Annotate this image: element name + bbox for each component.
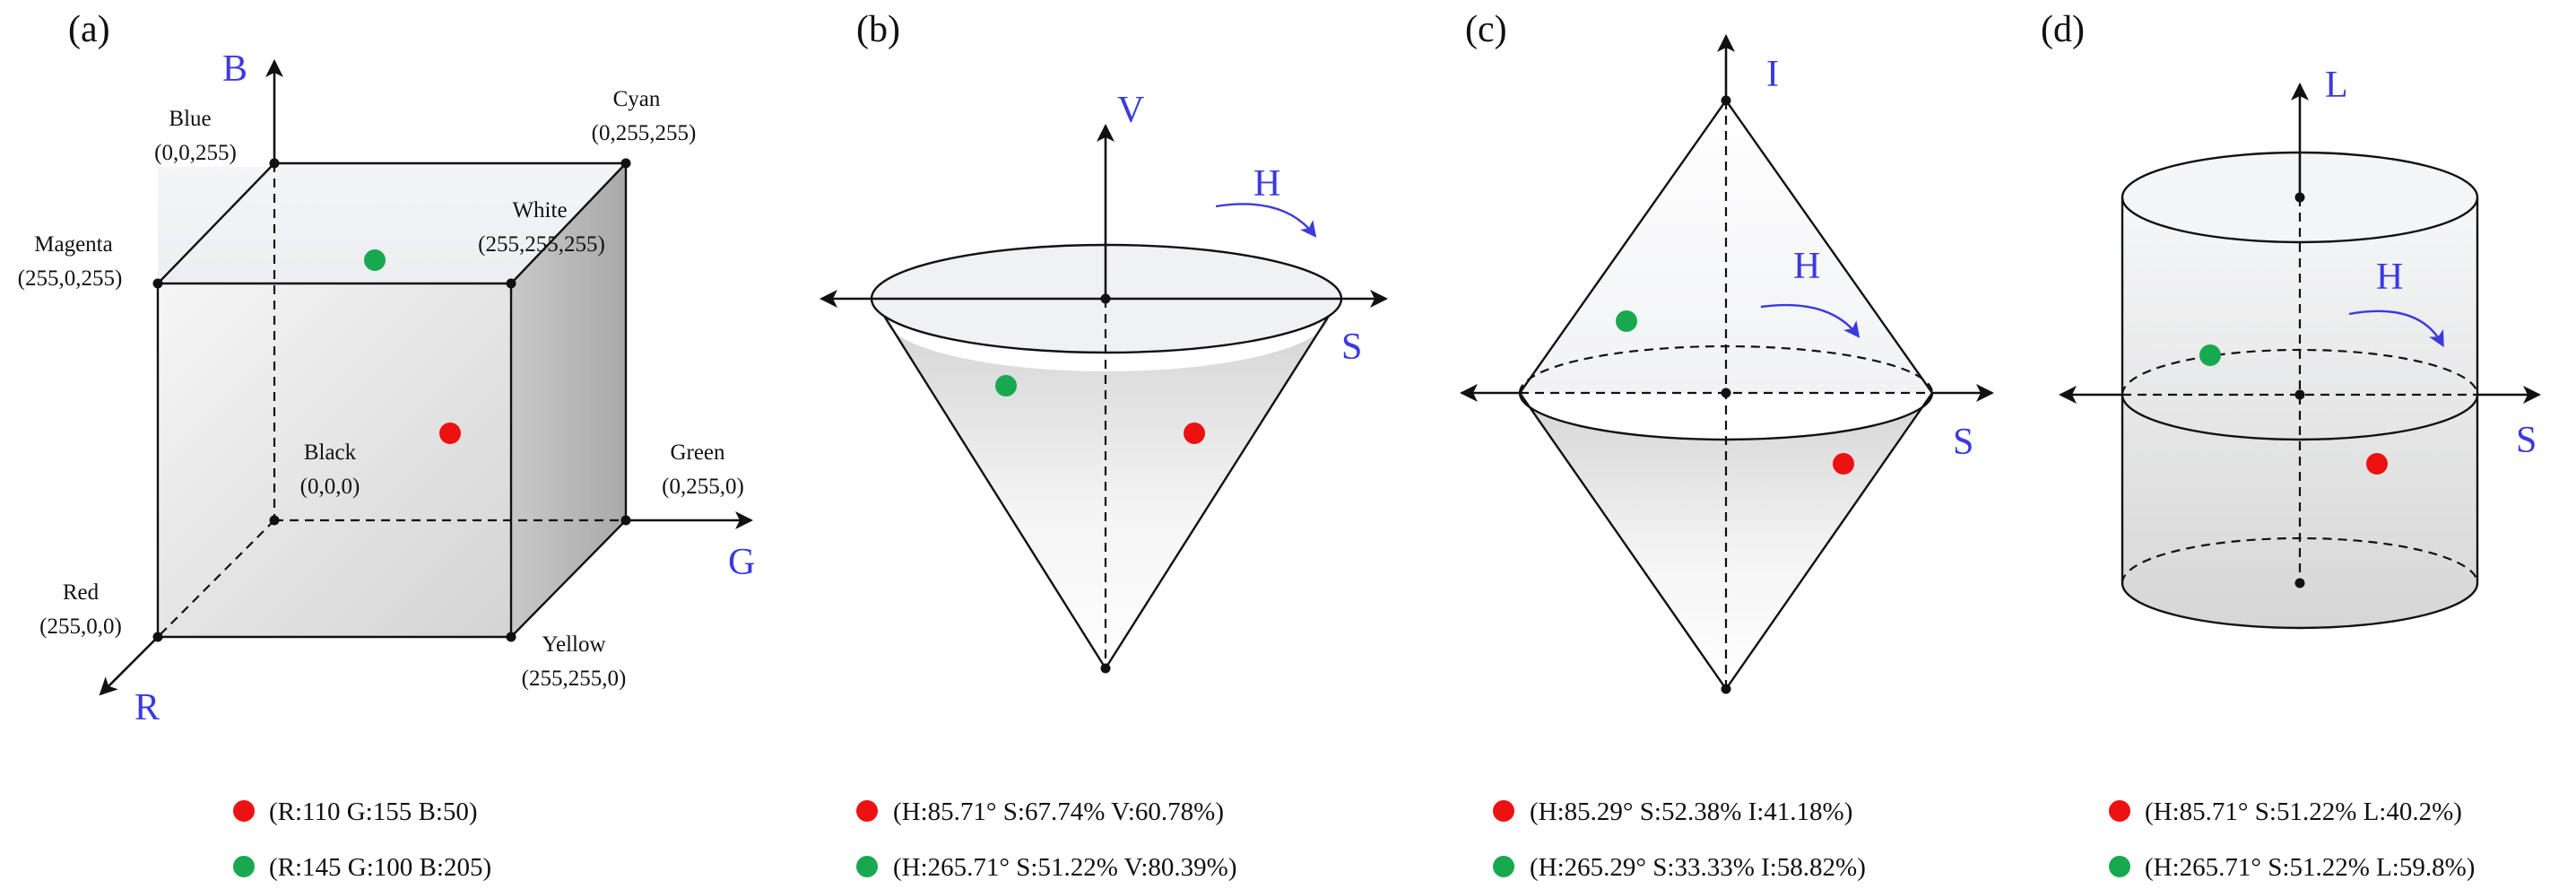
- r-axis-label: R: [134, 687, 160, 728]
- green-sample-point: [2199, 344, 2221, 366]
- panel-b-label: (b): [856, 9, 900, 50]
- vertex-magenta: [152, 278, 163, 289]
- legend-red-text: (H:85.71° S:67.74% V:60.78%): [893, 797, 1224, 826]
- vertex-white: [506, 278, 516, 289]
- green-sample-point: [1616, 310, 1637, 332]
- cube-vertices: [152, 158, 631, 642]
- cube-top-face-fill: [158, 163, 626, 283]
- red-sample-point: [1833, 453, 1854, 475]
- legend-green-text: (R:145 G:100 B:205): [269, 853, 491, 882]
- red-sample-point: [1184, 423, 1205, 444]
- vertex-label-cyan-name: Cyan: [613, 87, 661, 111]
- legend-green-dot: [2109, 856, 2130, 877]
- vertex-black: [269, 515, 280, 526]
- bottom-vertex-dot: [1721, 684, 1731, 694]
- r-axis-arrow: [99, 636, 159, 696]
- vertex-cyan: [620, 158, 631, 169]
- cube-edge: [156, 161, 626, 637]
- cone-edge-right: [1104, 315, 1331, 669]
- legend-red-text: (H:85.71° S:51.22% L:40.2%): [2145, 797, 2462, 826]
- legend-green-text: (H:265.29° S:33.33% I:58.82%): [1530, 853, 1866, 882]
- vertex-label-white-value: (255,255,255): [478, 232, 605, 257]
- center-dot: [2294, 389, 2305, 400]
- panel-c-label: (c): [1465, 9, 1507, 50]
- legend-red-dot: [856, 800, 878, 822]
- top-vertex-dot: [1721, 95, 1731, 106]
- vertex-green: [620, 515, 631, 526]
- legend-red-text: (R:110 G:155 B:50): [269, 797, 478, 826]
- s-axis-label: S: [2516, 420, 2537, 461]
- vertex-label-blue-name: Blue: [169, 107, 211, 131]
- vertex-label-green-value: (0,255,0): [662, 475, 744, 499]
- vertex-label-red-value: (255,0,0): [39, 614, 122, 639]
- legend-green-text: (H:265.71° S:51.22% L:59.8%): [2145, 853, 2475, 882]
- h-label: H: [1253, 163, 1280, 205]
- green-sample-point: [364, 249, 386, 271]
- panel-d-label: (d): [2041, 9, 2085, 50]
- cube-front-face: [158, 283, 511, 637]
- h-label: H: [2376, 257, 2403, 298]
- cube-right-face: [511, 163, 626, 637]
- bottom-center-dot: [2294, 578, 2305, 588]
- cylinder-middle-front: [2121, 394, 2479, 441]
- h-rotation-arrow: [2348, 309, 2444, 348]
- vertex-label-green-name: Green: [670, 440, 725, 465]
- h-rotation-arrow: [1215, 203, 1317, 238]
- vertex-label-yellow-value: (255,255,0): [522, 667, 627, 691]
- h-rotation-arrow: [1760, 303, 1860, 338]
- vertex-label-red-name: Red: [63, 580, 100, 605]
- legend-red-dot: [233, 800, 255, 822]
- legend-green-dot: [1493, 856, 1514, 877]
- cube-hidden-edge: [157, 519, 275, 638]
- cube-edge: [158, 161, 628, 639]
- vertex-label-magenta-name: Magenta: [34, 232, 112, 257]
- g-axis-label: G: [728, 542, 755, 583]
- legend-green-dot: [856, 856, 878, 877]
- vertex-yellow: [506, 632, 516, 642]
- double-cone-lower: [1520, 393, 1932, 689]
- vertex-label-cyan-value: (0,255,255): [592, 121, 697, 145]
- cone-center-dot: [1100, 293, 1111, 304]
- cone-body: [884, 316, 1329, 668]
- vertex-label-magenta-value: (255,0,255): [18, 266, 123, 291]
- vertex-label-black-name: Black: [304, 440, 357, 465]
- red-sample-point: [439, 423, 461, 444]
- legend-red-text: (H:85.29° S:52.38% I:41.18%): [1530, 797, 1852, 826]
- cone-apex-dot: [1100, 663, 1111, 674]
- legend-red-dot: [2109, 800, 2130, 822]
- b-axis-label: B: [222, 48, 247, 90]
- vertex-label-black-value: (0,0,0): [300, 475, 360, 499]
- legend-red-dot: [1493, 800, 1514, 822]
- panel-b-hsv-cone: (b) V H S (H:85.71° S:67.74% V:60.78%) (…: [820, 9, 1388, 882]
- vertex-label-blue-value: (0,0,255): [154, 141, 237, 165]
- cylinder-bottom-front: [2121, 582, 2479, 630]
- s-axis-label: S: [1341, 327, 1362, 368]
- top-center-dot: [2294, 192, 2305, 203]
- panel-a-rgb-cube: (a) B G R Blue: [18, 9, 756, 882]
- legend-green-text: (H:265.71° S:51.22% V:80.39%): [893, 853, 1237, 882]
- green-sample-point: [995, 375, 1017, 397]
- i-axis-label: I: [1766, 54, 1779, 95]
- l-axis-label: L: [2325, 65, 2348, 106]
- legend-green-dot: [233, 856, 255, 877]
- panel-c-hsi-double-cone: (c) I H S (H:85.29° S:52.38% I:41.18%) (…: [1460, 9, 1994, 882]
- panel-a-label: (a): [68, 9, 110, 50]
- vertex-blue: [269, 158, 280, 169]
- red-sample-point: [2366, 453, 2388, 475]
- vertex-red: [152, 632, 163, 642]
- cone-edge-left: [882, 315, 1107, 669]
- h-label: H: [1793, 246, 1820, 287]
- vertex-label-white-name: White: [512, 198, 567, 222]
- vertex-label-yellow-name: Yellow: [542, 632, 605, 657]
- v-axis-label: V: [1117, 90, 1144, 131]
- panel-d-hsl-cylinder: (d) L H S (H:85.71° S:51.22% L:40.2%) (H…: [2041, 9, 2541, 882]
- s-axis-label: S: [1953, 422, 1973, 463]
- center-dot: [1721, 388, 1731, 398]
